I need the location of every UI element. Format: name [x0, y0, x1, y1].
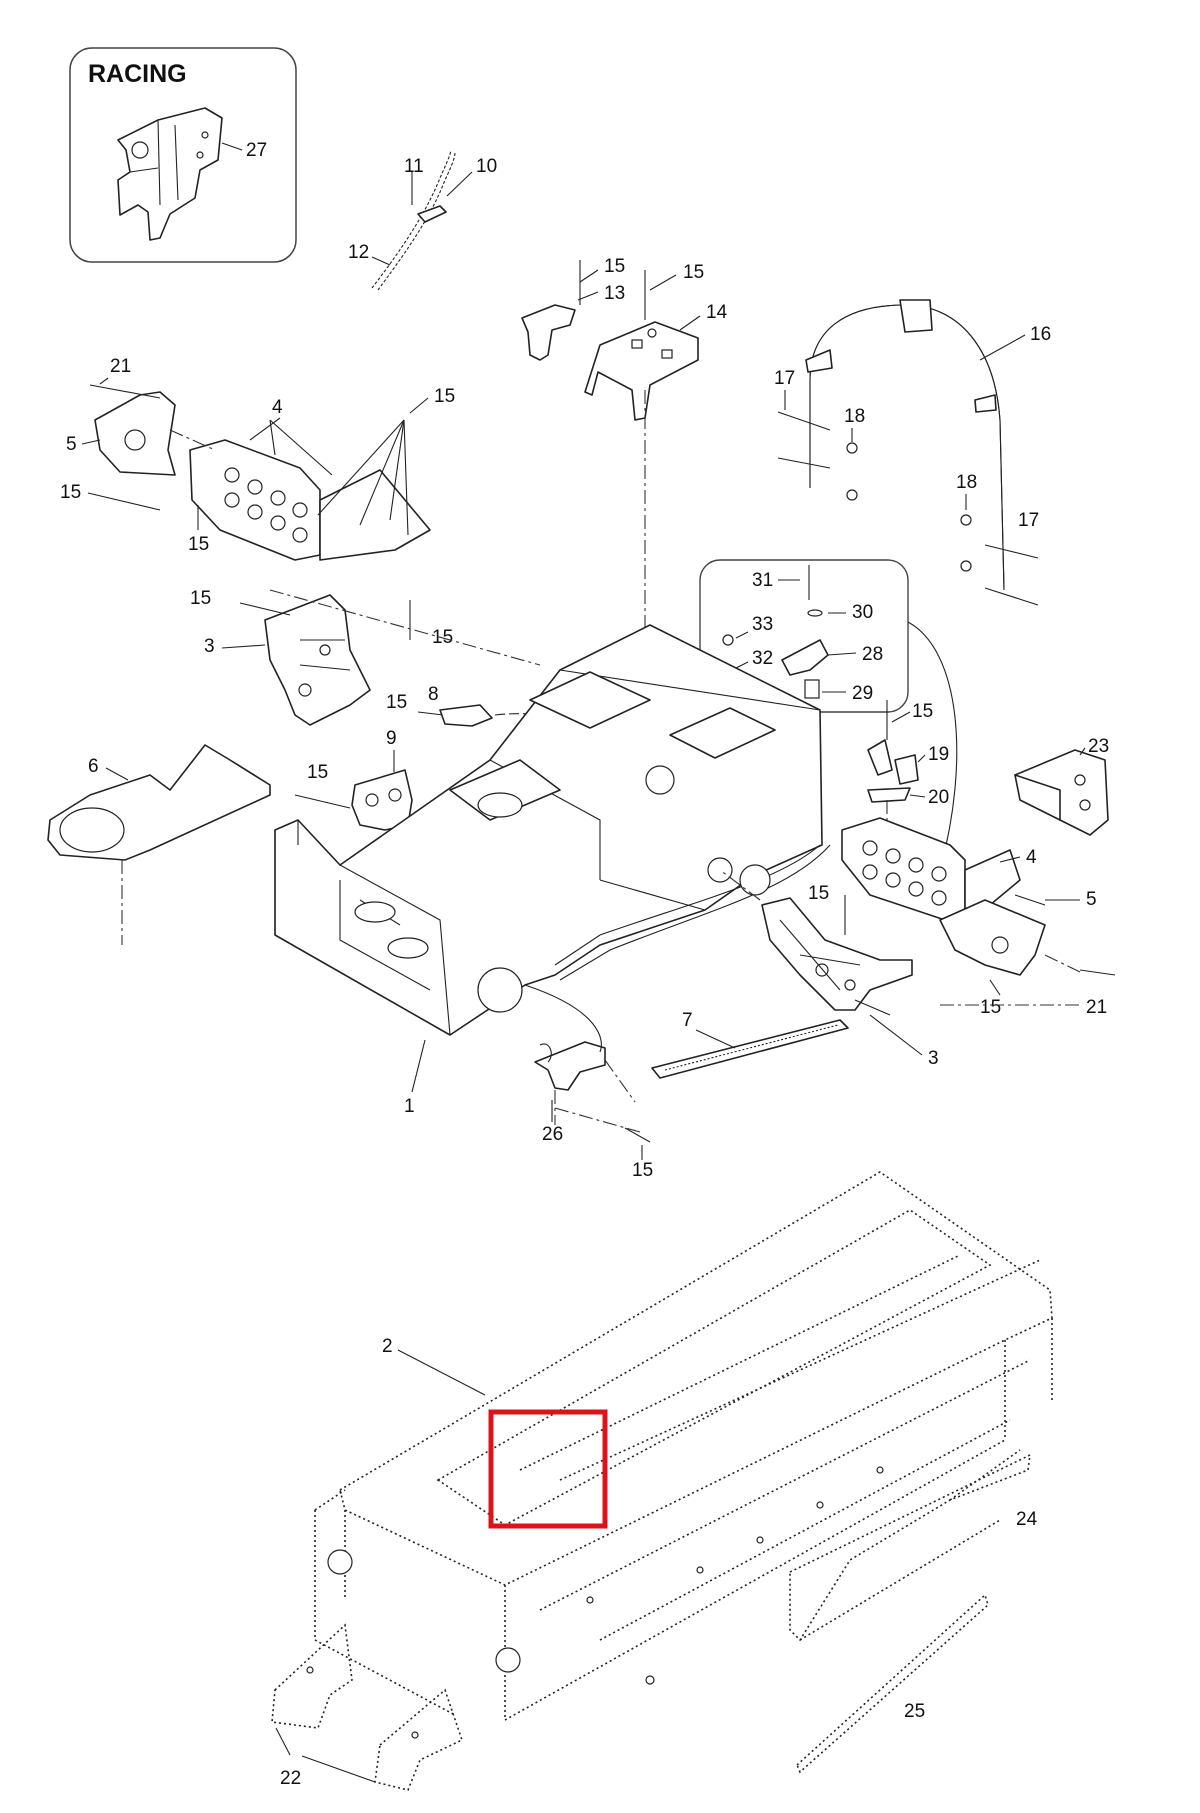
bracket-3-left — [239, 594, 371, 726]
callout-3-right: 3 — [928, 1048, 939, 1069]
callout-25: 25 — [904, 1701, 925, 1722]
bracket-26 — [534, 1041, 641, 1133]
callout-27: 27 — [246, 140, 267, 161]
callout-10: 10 — [476, 156, 497, 177]
bracket-19 — [867, 739, 919, 785]
callout-15-mid-4: 15 — [307, 762, 328, 783]
callout-1: 1 — [404, 1096, 415, 1117]
callout-21-left: 21 — [110, 356, 131, 377]
tunnel-2 — [314, 1171, 1053, 1721]
callout-8: 8 — [428, 684, 439, 705]
callout-28: 28 — [862, 644, 883, 665]
callout-17-b: 17 — [1018, 510, 1039, 531]
callout-18-a: 18 — [844, 406, 865, 427]
callout-21-right: 21 — [1086, 997, 1107, 1018]
callout-26: 26 — [542, 1124, 563, 1145]
callout-16: 16 — [1030, 324, 1051, 345]
bracket-8 — [439, 704, 493, 727]
callout-6: 6 — [88, 756, 99, 777]
rail-25 — [796, 1593, 989, 1774]
callout-15-13a: 15 — [604, 256, 625, 277]
callout-15-mid-3: 15 — [386, 692, 407, 713]
callout-20: 20 — [928, 787, 949, 808]
bracket-27 — [117, 107, 223, 241]
callout-15-right-2: 15 — [808, 883, 829, 904]
highlight-box — [488, 1409, 608, 1529]
callout-15-mid-1: 15 — [190, 588, 211, 609]
fastener-leaders-left — [317, 419, 409, 536]
callout-7: 7 — [682, 1010, 693, 1031]
chassis-frame-1 — [274, 624, 831, 1036]
bracket-14 — [584, 270, 699, 640]
callout-15-right-1: 15 — [912, 701, 933, 722]
callout-3-left: 3 — [204, 636, 215, 657]
callout-33: 33 — [752, 614, 773, 635]
callout-15-right-3: 15 — [980, 997, 1001, 1018]
bracket-5-left — [89, 384, 176, 476]
callout-12: 12 — [348, 242, 369, 263]
callout-17-a: 17 — [774, 368, 795, 389]
callout-2: 2 — [382, 1336, 393, 1357]
callout-32: 32 — [752, 648, 773, 669]
callout-29: 29 — [852, 683, 873, 704]
callout-13: 13 — [604, 283, 625, 304]
footrest-4-right — [841, 817, 1021, 921]
callout-5-right: 5 — [1086, 889, 1097, 910]
plate-20 — [867, 787, 911, 803]
bracket-3-right — [761, 897, 913, 1016]
bracket-5-right — [939, 899, 1046, 976]
bracket-23 — [1014, 749, 1109, 836]
rail-24 — [789, 1449, 1031, 1642]
callout-24: 24 — [1016, 1509, 1038, 1530]
inset-title: RACING — [88, 60, 187, 88]
callout-30: 30 — [852, 602, 873, 623]
callout-31: 31 — [752, 570, 773, 591]
callout-9: 9 — [386, 728, 397, 749]
callout-23: 23 — [1088, 736, 1109, 757]
plates-22 — [271, 1623, 463, 1791]
callout-15-left-3: 15 — [188, 534, 209, 555]
callout-15-left-2: 15 — [60, 482, 81, 503]
callout-15-left-1: 15 — [434, 386, 455, 407]
footrest-4-left — [169, 417, 431, 561]
callout-5-left: 5 — [66, 434, 77, 455]
callout-19: 19 — [928, 744, 949, 765]
callout-18-b: 18 — [956, 472, 977, 493]
callout-4-right: 4 — [1026, 847, 1037, 868]
callout-11: 11 — [404, 156, 424, 177]
callout-15-14a: 15 — [683, 262, 704, 283]
brace-7 — [651, 1019, 849, 1079]
callout-15-bottom: 15 — [632, 1160, 653, 1181]
callout-14: 14 — [706, 302, 728, 323]
strip-12 — [371, 149, 456, 291]
callout-22: 22 — [280, 1768, 301, 1789]
cover-6 — [47, 744, 271, 945]
callout-4-left: 4 — [272, 397, 283, 418]
bracket-13 — [521, 260, 581, 361]
handle-16 — [805, 299, 1005, 591]
racing-inset: RACING 27 — [69, 47, 297, 263]
